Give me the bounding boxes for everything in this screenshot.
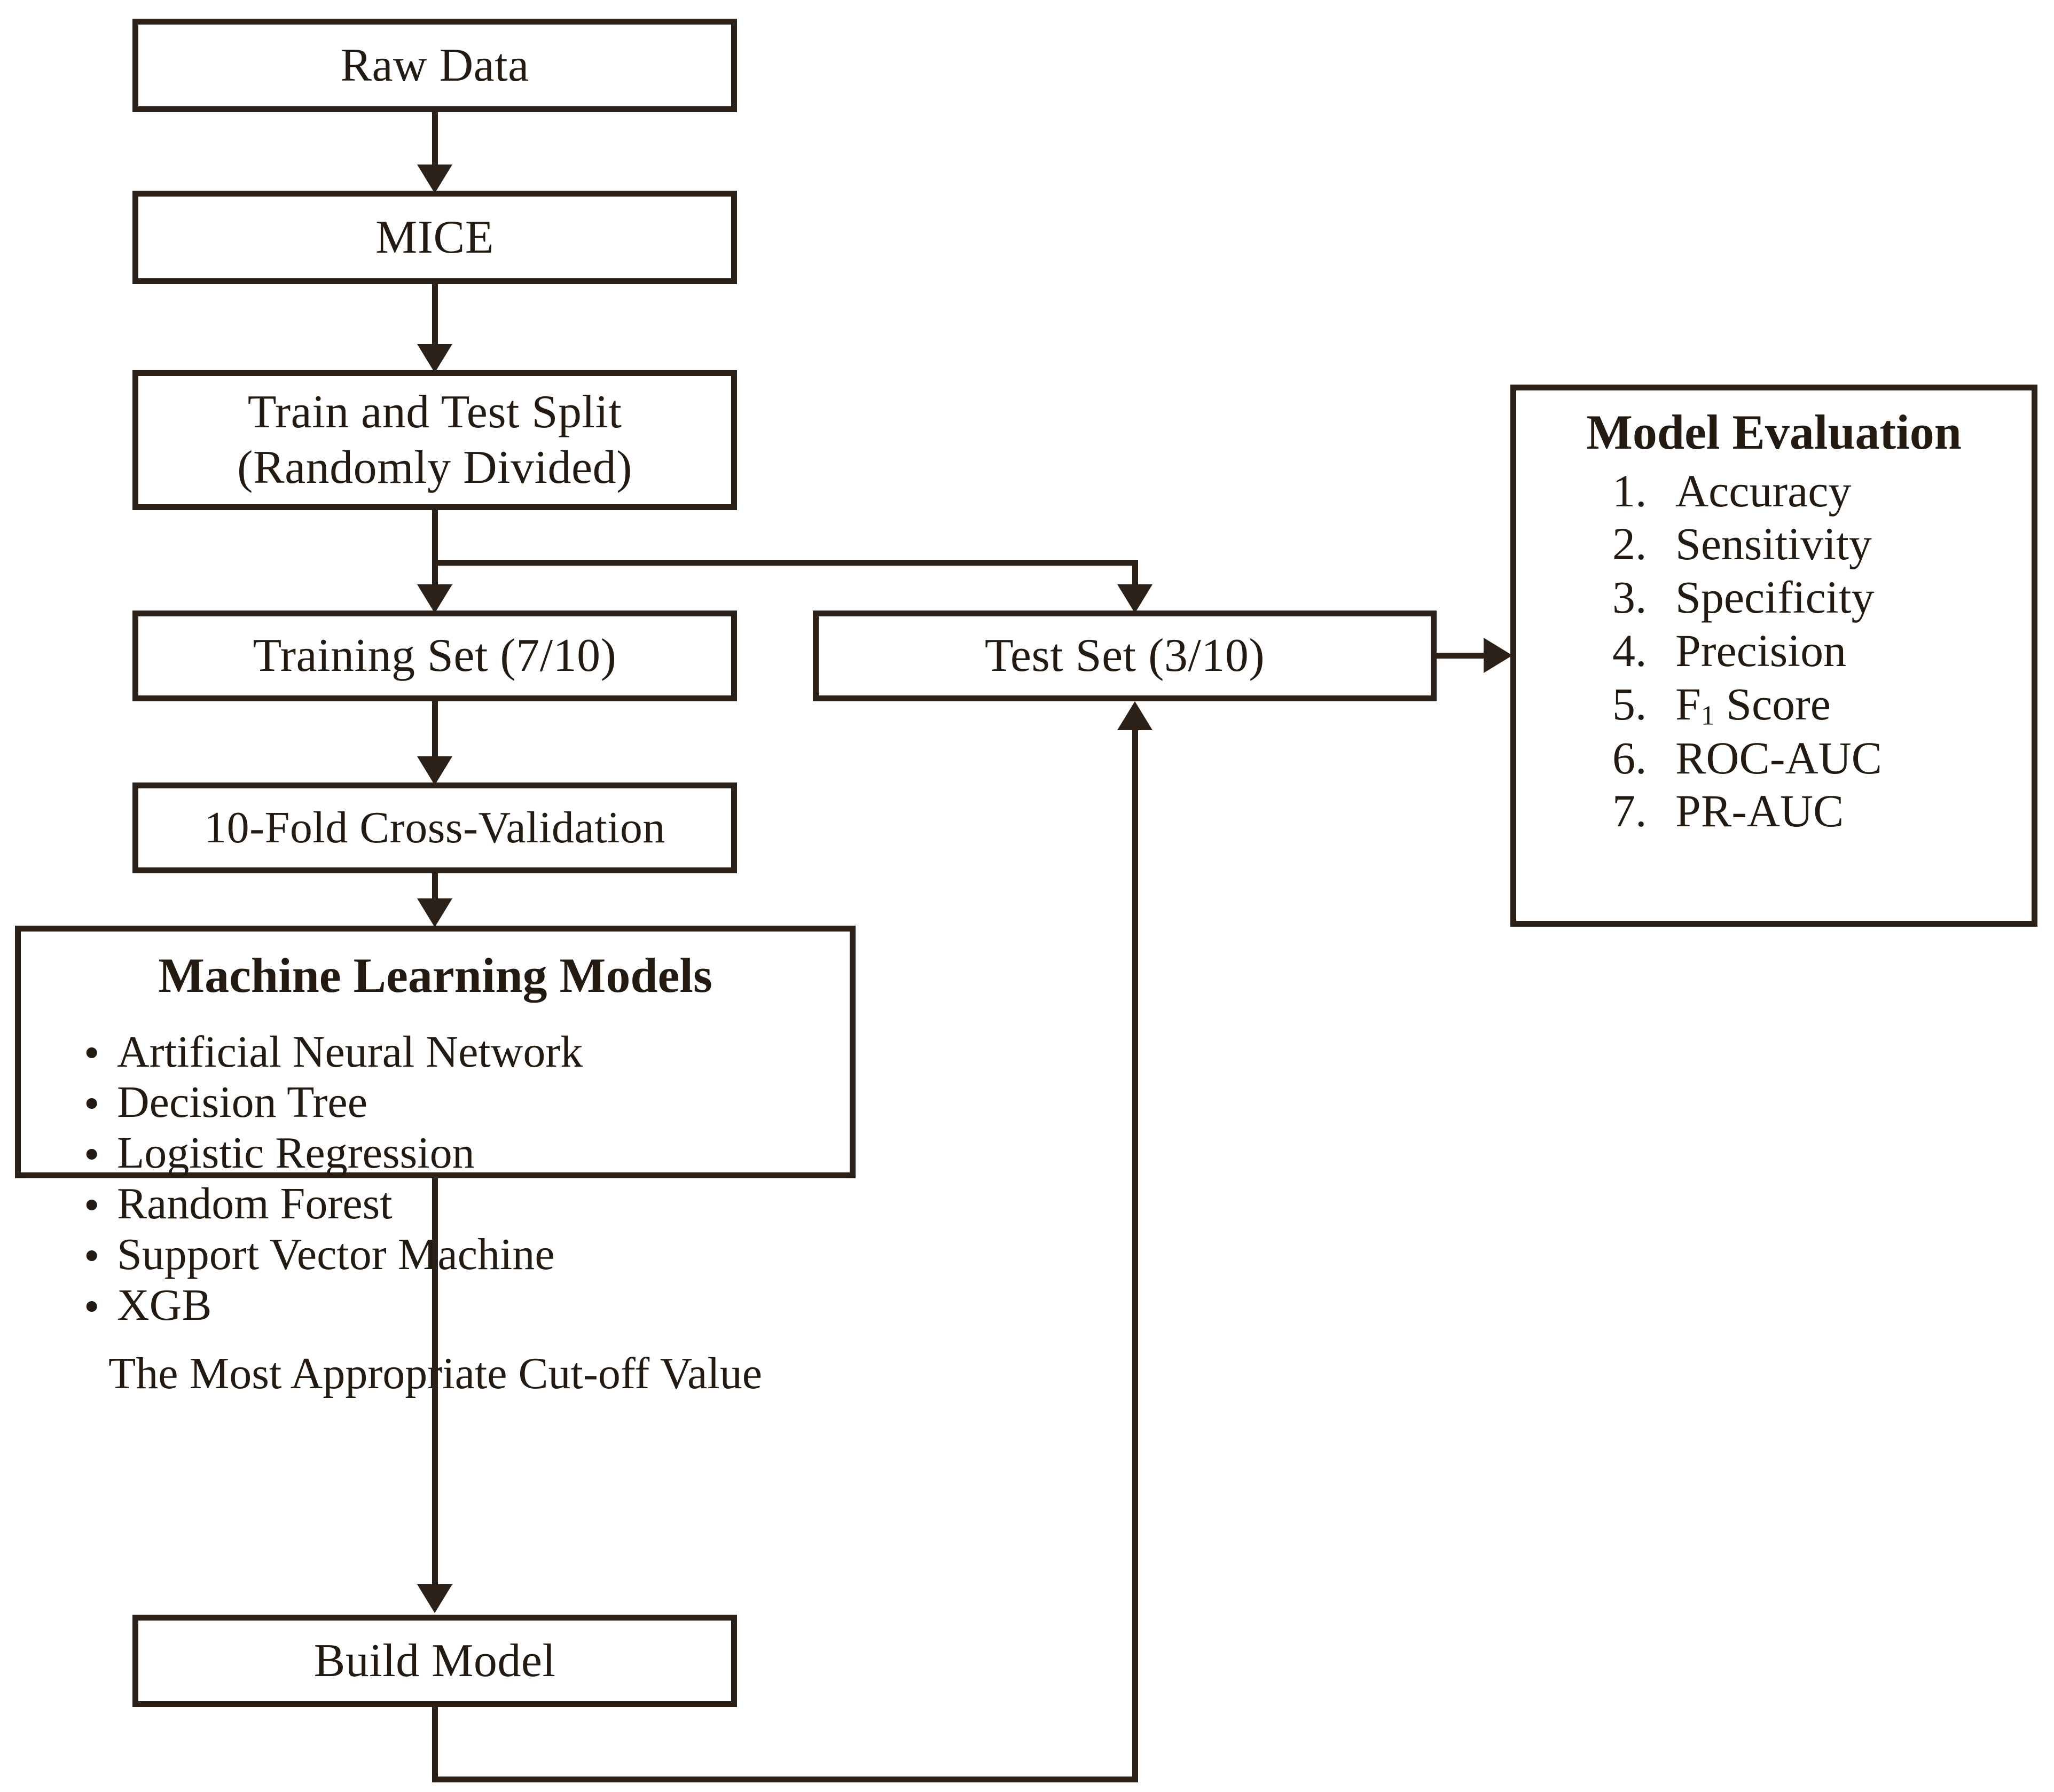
model-evaluation-item: 2. Sensitivity <box>1612 518 1882 571</box>
edge-raw-data-to-mice-line <box>432 112 438 169</box>
node-model-evaluation[interactable]: Model Evaluation 1. Accuracy 2. Sensitivity… <box>1510 385 2037 927</box>
ml-model-item-label: Logistic Regression <box>117 1128 475 1178</box>
model-evaluation-item-number: 6. <box>1612 732 1647 784</box>
model-evaluation-item: 7. PR-AUC <box>1612 785 1882 838</box>
ml-model-item-label: Artificial Neural Network <box>117 1027 583 1077</box>
edge-training-to-crossval-arrowhead <box>417 756 452 785</box>
node-training-set-label: Training Set (7/10) <box>253 630 617 682</box>
node-build-model[interactable]: Build Model <box>132 1615 737 1707</box>
edge-crossval-to-mlmodels-line <box>432 873 438 899</box>
edge-mlmodels-to-buildmodel-line <box>432 1178 438 1587</box>
node-training-set[interactable]: Training Set (7/10) <box>132 611 737 701</box>
node-machine-learning-models[interactable]: Machine Learning Models • Artificial Neur… <box>15 926 856 1398</box>
model-evaluation-item-number: 3. <box>1612 572 1647 623</box>
node-raw-data-label: Raw Data <box>340 39 529 91</box>
ml-model-item: • Decision Tree <box>84 1077 583 1129</box>
model-evaluation-item-number: 2. <box>1612 518 1647 570</box>
ml-model-item: • Logistic Regression <box>84 1128 583 1179</box>
ml-models-list: • Artificial Neural Network • Decision Tree… <box>21 1027 583 1332</box>
model-evaluation-item: 4. Precision <box>1612 624 1882 678</box>
model-evaluation-item-label: Sensitivity <box>1675 518 1872 570</box>
edge-buildmodel-feedback-arrowhead <box>1117 701 1153 730</box>
bullet-icon: • <box>84 1231 100 1281</box>
ml-model-item-label: Support Vector Machine <box>117 1230 555 1280</box>
bullet-icon: • <box>84 1129 100 1179</box>
node-train-test-split[interactable]: Train and Test Split (Randomly Divided) <box>132 370 737 510</box>
ml-model-item-label: Decision Tree <box>117 1077 367 1128</box>
edge-testset-to-modeleval-line <box>1437 653 1488 659</box>
model-evaluation-item-label: Precision <box>1675 624 1847 676</box>
edge-mice-to-split-arrowhead <box>417 344 452 373</box>
model-evaluation-item: 1. Accuracy <box>1612 465 1882 518</box>
edge-split-to-training-arrowhead <box>417 584 452 613</box>
ml-model-item: • Artificial Neural Network <box>84 1027 583 1078</box>
edge-split-to-test-arrowhead <box>1117 584 1153 613</box>
ml-model-item: • Random Forest <box>84 1179 583 1230</box>
model-evaluation-item-number: 4. <box>1612 624 1647 676</box>
node-raw-data[interactable]: Raw Data <box>132 19 737 112</box>
edge-crossval-to-mlmodels-arrowhead <box>417 898 452 927</box>
bullet-icon: • <box>84 1180 100 1230</box>
bullet-icon: • <box>84 1078 100 1129</box>
model-evaluation-item: 5. F1 Score <box>1612 678 1882 732</box>
model-evaluation-item: 3. Specificity <box>1612 571 1882 624</box>
ml-model-item-label: Random Forest <box>117 1179 393 1229</box>
edge-training-to-crossval-line <box>432 701 438 760</box>
model-evaluation-item-label: PR-AUC <box>1675 785 1844 837</box>
edge-mlmodels-to-buildmodel-arrowhead <box>417 1584 452 1613</box>
model-evaluation-item: 6. ROC-AUC <box>1612 732 1882 785</box>
node-cross-validation-label: 10-Fold Cross-Validation <box>204 803 665 853</box>
edge-testset-to-modeleval-arrowhead <box>1484 638 1512 673</box>
edge-raw-data-to-mice-arrowhead <box>417 165 452 193</box>
ml-models-title: Machine Learning Models <box>158 948 712 1003</box>
node-test-set[interactable]: Test Set (3/10) <box>813 611 1437 701</box>
edge-split-to-test-riser <box>1132 560 1138 590</box>
node-cross-validation[interactable]: 10-Fold Cross-Validation <box>132 782 737 873</box>
model-evaluation-item-label: Specificity <box>1675 572 1875 623</box>
bullet-icon: • <box>84 1028 100 1078</box>
node-test-set-label: Test Set (3/10) <box>984 630 1265 682</box>
model-evaluation-title: Model Evaluation <box>1586 405 1962 459</box>
ml-model-item: • XGB <box>84 1280 583 1332</box>
model-evaluation-item-number: 7. <box>1612 785 1647 837</box>
edge-buildmodel-feedback-up <box>1132 728 1138 1782</box>
model-evaluation-item-number: 1. <box>1612 465 1647 517</box>
node-train-test-split-line1: Train and Test Split <box>247 386 622 439</box>
node-mice[interactable]: MICE <box>132 191 737 284</box>
edge-buildmodel-feedback-horizontal <box>432 1777 1138 1782</box>
bullet-icon: • <box>84 1281 100 1332</box>
model-evaluation-item-number: 5. <box>1612 678 1647 730</box>
edge-split-to-test-horizontal <box>432 560 1138 566</box>
edge-buildmodel-feedback-down <box>432 1707 438 1782</box>
model-evaluation-item-label: Accuracy <box>1675 465 1852 517</box>
ml-model-item: • Support Vector Machine <box>84 1230 583 1281</box>
model-evaluation-item-label: F1 Score <box>1675 678 1831 731</box>
model-evaluation-item-label: ROC-AUC <box>1675 732 1883 784</box>
node-build-model-label: Build Model <box>313 1634 556 1687</box>
node-mice-label: MICE <box>375 211 494 263</box>
model-evaluation-list: 1. Accuracy 2. Sensitivity 3. Specificity 4. Pr… <box>1612 465 1882 839</box>
edge-split-to-training-line <box>432 510 438 589</box>
node-train-test-split-line2: (Randomly Divided) <box>237 442 632 494</box>
ml-model-item-label: XGB <box>117 1280 212 1331</box>
edge-mice-to-split-line <box>432 284 438 345</box>
